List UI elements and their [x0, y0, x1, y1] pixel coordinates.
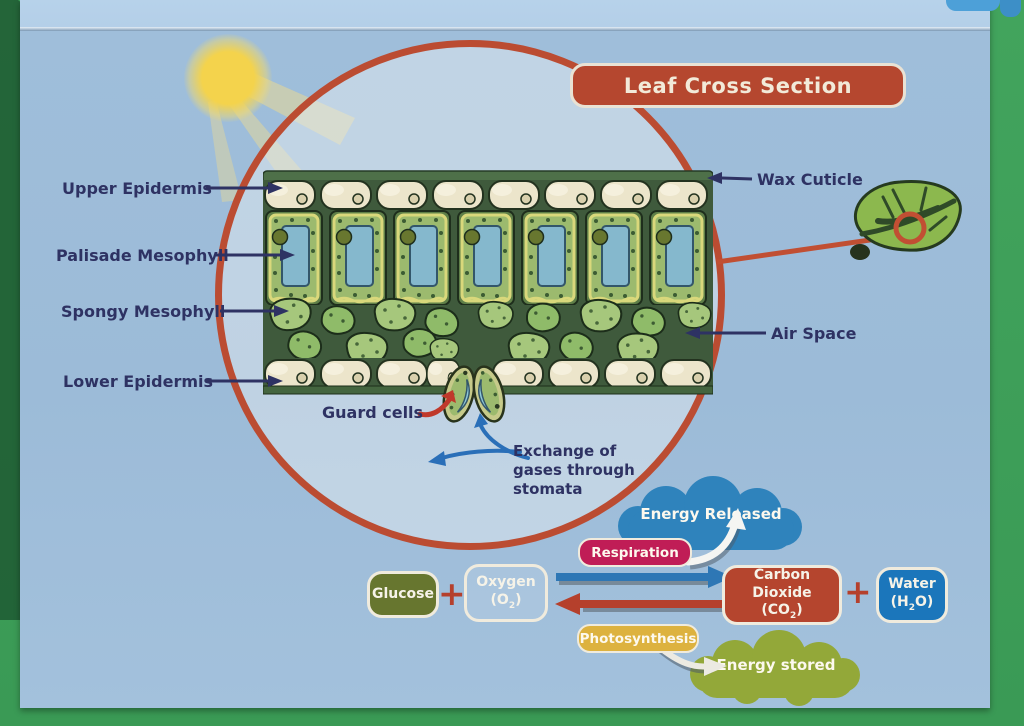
page-tab: [946, 0, 1000, 11]
zoom-ring-icon: [893, 211, 927, 245]
label-upper-epidermis: Upper Epidermis: [62, 179, 212, 198]
respiration-label: Respiration: [578, 538, 692, 567]
page-fold-line: [20, 27, 990, 31]
energy-stored-cloud: Energy stored: [690, 630, 860, 706]
glucose-box: Glucose: [367, 571, 439, 618]
sun-icon: [184, 34, 272, 122]
label-spongy-mesophyll: Spongy Mesophyll: [61, 302, 226, 321]
water-box: Water (H2O): [876, 567, 948, 623]
label-wax-cuticle: Wax Cuticle: [757, 170, 863, 189]
title-banner: Leaf Cross Section: [570, 63, 906, 108]
label-guard-cells: Guard cells: [322, 403, 424, 422]
label-palisade-mesophyll: Palisade Mesophyll: [56, 246, 229, 265]
page-tab: [1000, 0, 1021, 17]
photosynthesis-label: Photosynthesis: [577, 624, 699, 653]
plus-sign: +: [844, 572, 872, 611]
leaf-cross-section-illustration: [263, 170, 713, 423]
oxygen-box: Oxygen (O2): [464, 564, 548, 622]
page-title: Leaf Cross Section: [623, 73, 853, 98]
plus-sign: +: [438, 574, 466, 613]
label-air-space: Air Space: [771, 324, 857, 343]
label-gas-exchange: Exchange of gases through stomata: [513, 442, 635, 498]
carbon-dioxide-box: Carbon Dioxide (CO2): [722, 565, 842, 625]
label-lower-epidermis: Lower Epidermis: [63, 372, 214, 391]
palisade-mesophyll-row: [264, 209, 708, 307]
